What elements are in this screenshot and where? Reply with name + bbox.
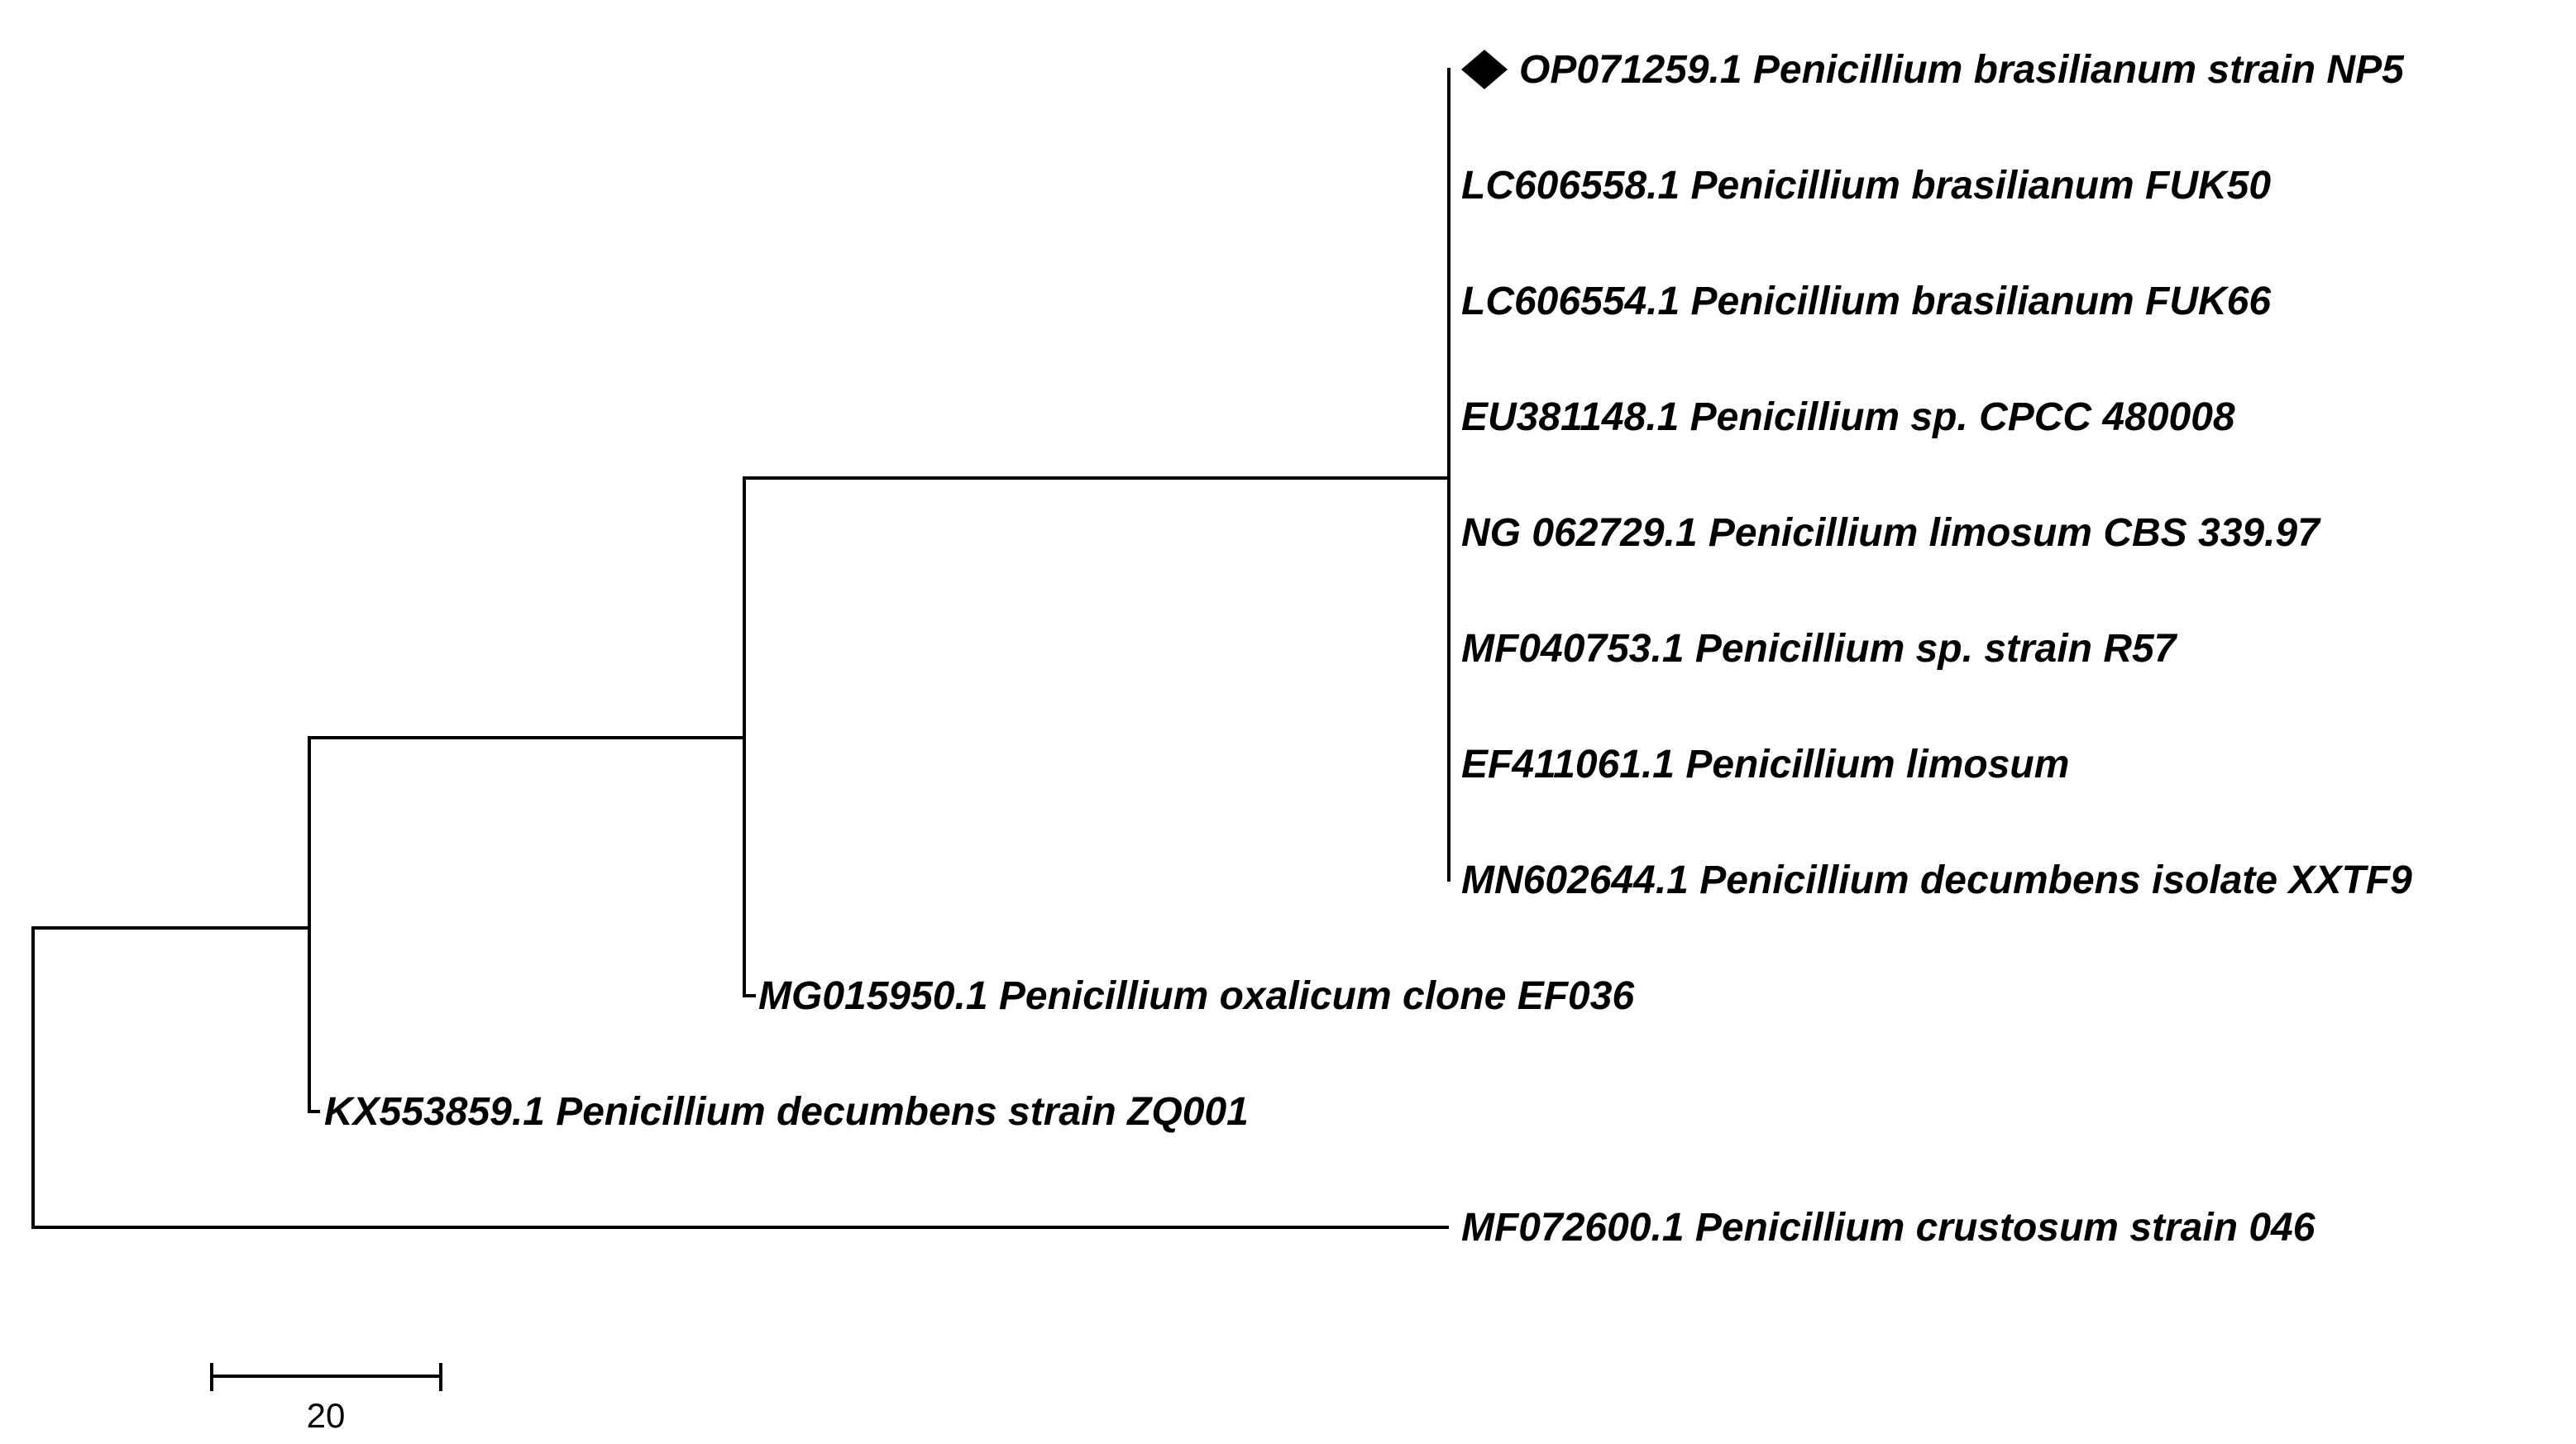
root-node [31,926,1449,1229]
taxon-label: MF040753.1 Penicillium sp. strain R57 [1461,627,2178,671]
taxon-label: MG015950.1 Penicillium oxalicum clone EF… [758,974,1634,1018]
query-diamond-icon [1461,50,1508,89]
inner-node-2 [743,476,1450,997]
taxon-label: NG 062729.1 Penicillium limosum CBS 339.… [1461,511,2321,555]
taxon-label: MF072600.1 Penicillium crustosum strain … [1461,1206,2316,1250]
taxon-label: EU381148.1 Penicillium sp. CPCC 480008 [1461,395,2235,439]
taxon-label: EF411061.1 Penicillium limosum [1461,743,2069,787]
taxon-label: KX553859.1 Penicillium decumbens strain … [324,1090,1249,1134]
scale-bar: 20 [210,1363,442,1435]
inner-node-1 [308,736,746,1113]
taxon-label: LC606558.1 Penicillium brasilianum FUK50 [1461,164,2271,208]
scale-bar-label: 20 [307,1396,346,1435]
taxon-labels: OP071259.1 Penicillium brasilianum strai… [324,48,2412,1250]
scale-bar-line [210,1363,442,1391]
taxon-label: OP071259.1 Penicillium brasilianum strai… [1519,48,2405,92]
taxon-label: MN602644.1 Penicillium decumbens isolate… [1461,858,2412,902]
taxon-label: LC606554.1 Penicillium brasilianum FUK66 [1461,280,2271,323]
